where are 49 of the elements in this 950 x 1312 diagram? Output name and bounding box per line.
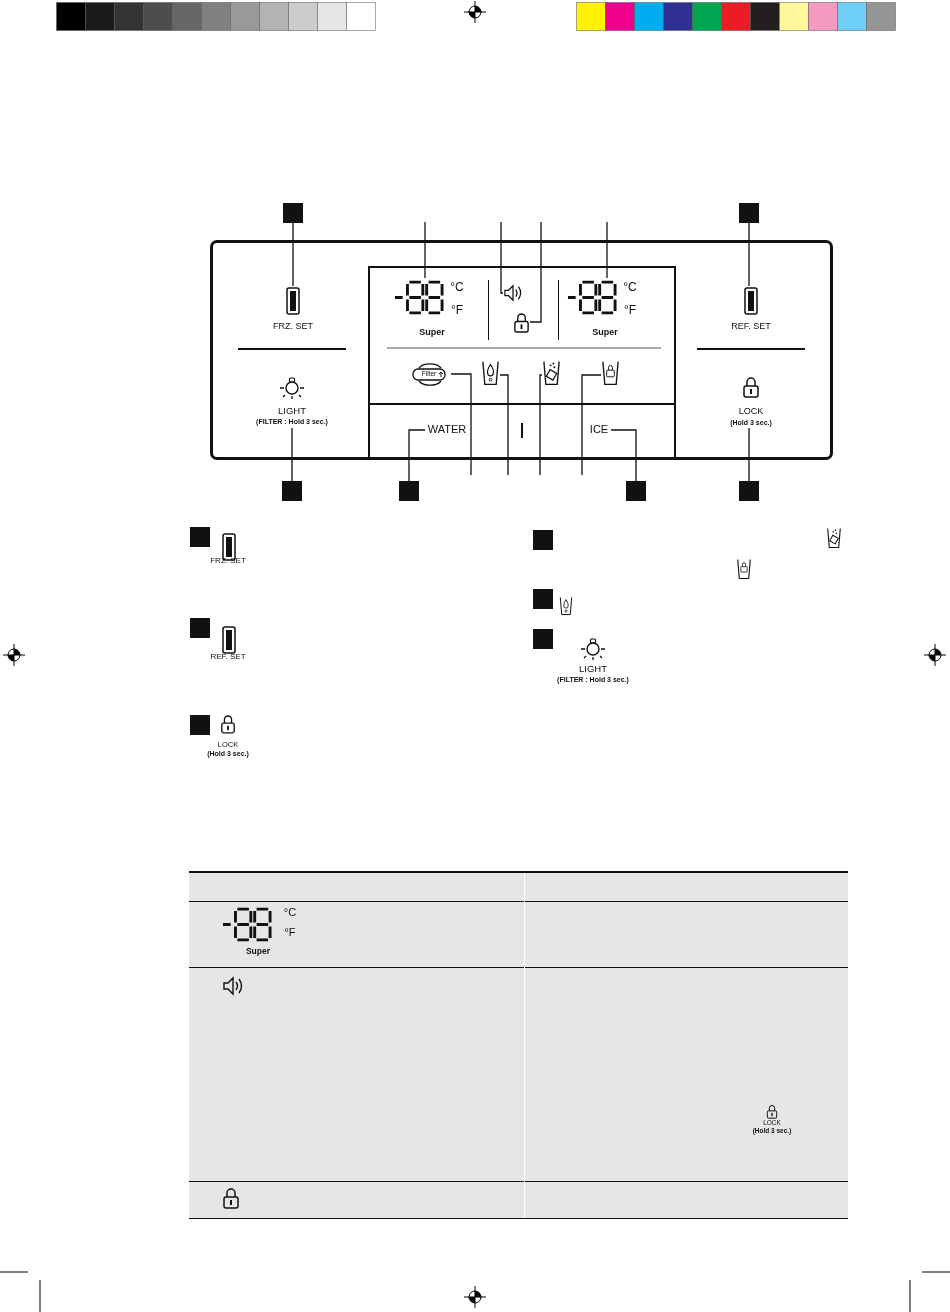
callout-marker [533, 530, 553, 550]
unit-label: °C [450, 281, 464, 293]
leader-line [581, 374, 602, 476]
callout-marker [399, 481, 419, 501]
mode-label: Super [592, 328, 618, 337]
callout-marker [626, 481, 646, 501]
speaker-icon [503, 284, 523, 302]
button-label: LOCK [738, 407, 764, 416]
leader-line [424, 221, 426, 279]
leader-line [499, 374, 509, 476]
callout-marker [533, 629, 553, 649]
callout-marker [533, 589, 553, 609]
leader-line [500, 221, 504, 294]
callout-marker [190, 715, 210, 735]
icon-caption: REF. SET [210, 653, 246, 661]
button-label: WATER [427, 424, 467, 435]
button-label: LIGHT [278, 406, 306, 416]
button-label: ICE [589, 424, 609, 435]
unit-label: °F [450, 304, 464, 316]
leader-line [539, 374, 543, 476]
callout-marker [739, 481, 759, 501]
unit-label: °F [284, 927, 296, 938]
unit-label: °C [623, 281, 637, 293]
unit-label: °C [283, 907, 297, 918]
water-cup-icon [481, 359, 500, 387]
callout-marker [739, 203, 759, 223]
locked-cup-icon [601, 359, 620, 387]
button-label: REF. SET [731, 322, 771, 331]
leader-line [748, 222, 750, 287]
unit-label: °F [623, 304, 637, 316]
callout-marker [283, 203, 303, 223]
mode-label: Super [245, 947, 271, 956]
button-label: FRZ. SET [273, 322, 313, 331]
leader-line [291, 427, 293, 482]
leader-line [292, 222, 294, 287]
leader-line [606, 221, 608, 279]
leader-line [408, 429, 426, 482]
mode-label: Super [419, 328, 445, 337]
leader-line [450, 373, 472, 476]
callout-marker [190, 527, 210, 547]
callout-marker [190, 618, 210, 638]
lock-icon [513, 312, 530, 333]
ice-cup-icon [542, 359, 561, 387]
leader-line [529, 221, 542, 323]
leader-line [748, 427, 750, 482]
icon-caption: LIGHT [579, 664, 607, 674]
callout-marker [282, 481, 302, 501]
leader-line [610, 429, 637, 482]
icon-caption: FRZ. SET [210, 557, 246, 565]
